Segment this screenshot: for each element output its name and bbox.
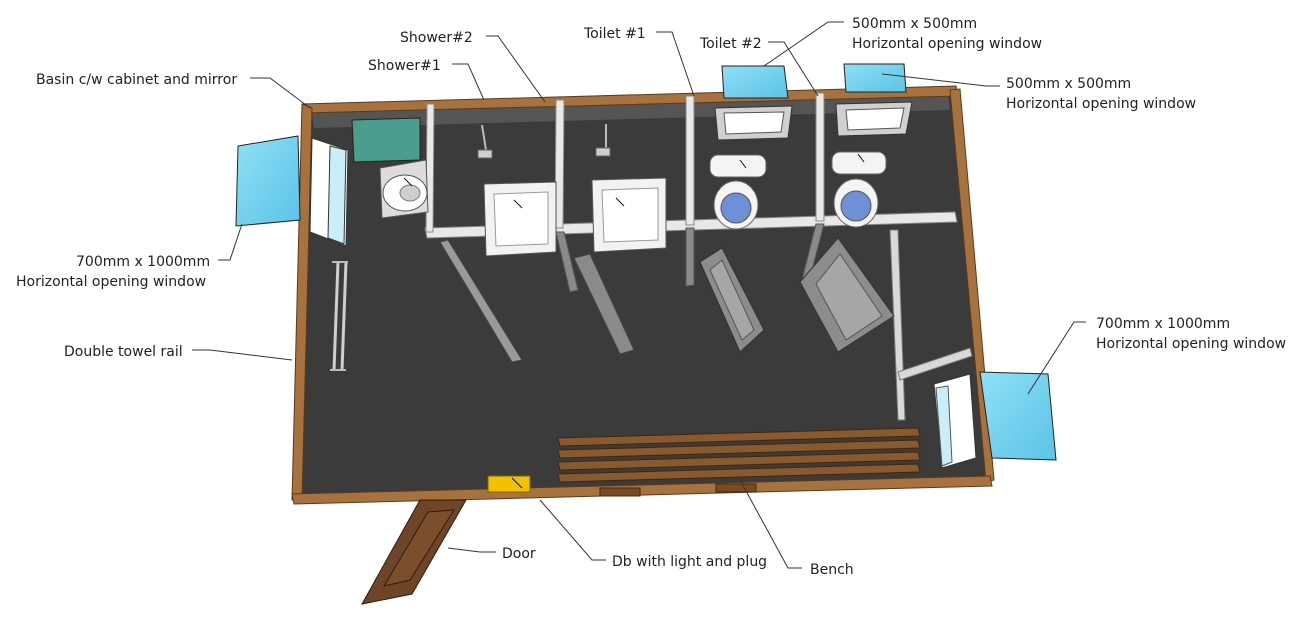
labels: Basin c/w cabinet and mirror Shower#2 Sh…: [16, 16, 1286, 578]
label-window-left-type: Horizontal opening window: [16, 274, 206, 290]
left-wall-window-frame: [309, 137, 349, 247]
label-door: Door: [502, 546, 536, 562]
label-window-right-size: 700mm x 1000mm: [1096, 316, 1230, 332]
window-sash-top1: [721, 65, 789, 99]
window-sash-left: [235, 135, 301, 227]
label-basin: Basin c/w cabinet and mirror: [36, 72, 237, 88]
label-db: Db with light and plug: [612, 554, 767, 570]
label-toilet1: Toilet #1: [583, 26, 646, 42]
label-shower1: Shower#1: [368, 58, 441, 74]
label-window-left-size: 700mm x 1000mm: [76, 254, 210, 270]
label-towel-rail: Double towel rail: [64, 344, 183, 360]
double-towel-rail: [330, 261, 348, 371]
label-toilet2: Toilet #2: [699, 36, 762, 52]
basin-area: [351, 117, 429, 219]
cubicle-doors: [439, 237, 895, 363]
label-window-top2-size: 500mm x 500mm: [1006, 76, 1131, 92]
toilet-window-recesses: [714, 101, 913, 141]
entrance-door: [361, 499, 467, 605]
label-window-top1-type: Horizontal opening window: [852, 36, 1042, 52]
bench: [557, 427, 921, 497]
window-sash-right: [979, 371, 1057, 461]
shower-2: [591, 124, 667, 253]
window-sash-top2: [843, 63, 907, 93]
label-window-right-type: Horizontal opening window: [1096, 336, 1286, 352]
fixture-pointer-marks: [403, 111, 883, 489]
toilet-2: [831, 151, 887, 228]
db-box: [487, 475, 531, 493]
toilet-1: [709, 154, 767, 230]
shower-1: [477, 124, 557, 257]
leader-lines: [192, 21, 1086, 569]
label-window-top2-type: Horizontal opening window: [1006, 96, 1196, 112]
partitions: [424, 92, 973, 421]
label-window-top1-size: 500mm x 500mm: [852, 16, 977, 32]
right-wall-window-frame: [933, 373, 977, 469]
label-shower2: Shower#2: [400, 30, 473, 46]
label-bench: Bench: [810, 562, 854, 578]
